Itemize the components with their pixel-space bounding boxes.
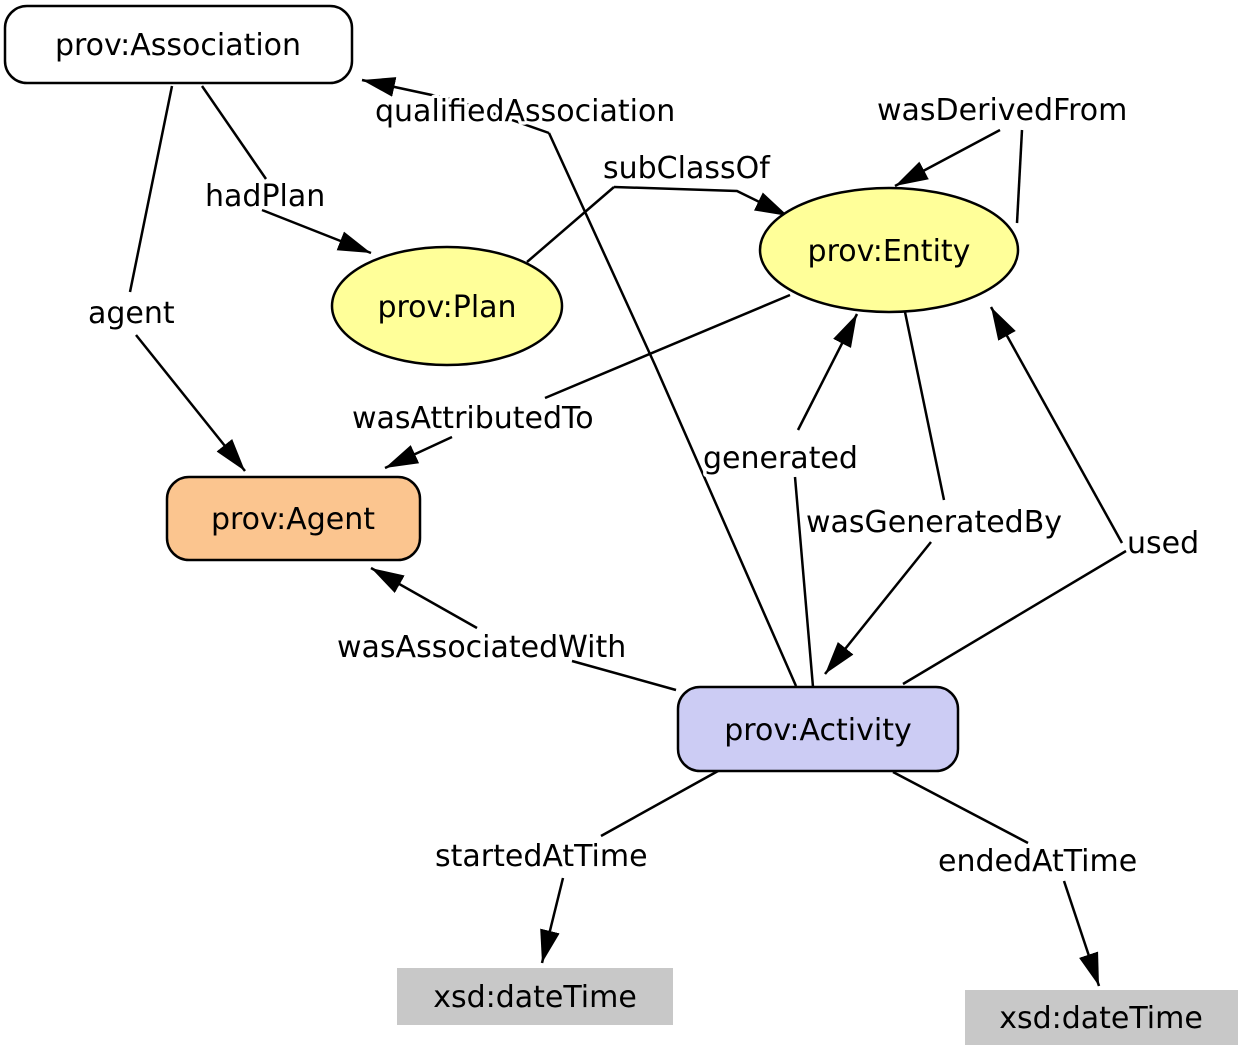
node-association-label: prov:Association [55,28,301,63]
edge-agent-label: agent [88,296,175,331]
edge-subClassOf-label: subClassOf [603,151,771,186]
node-datetime-start-label: xsd:dateTime [433,980,637,1015]
edge-endedAtTime-line [1062,880,1101,987]
edge-wasAssociatedWith-line [370,566,478,630]
node-entity-label: prov:Entity [808,234,971,269]
nodes-layer: prov:Association prov:Plan prov:Entity prov… [3,4,1238,1045]
edge-used-label: used [1127,526,1199,561]
edge-agent-line [135,334,246,472]
edge-startedAtTime-line [540,877,565,964]
edge-generated-line [796,313,859,431]
edge-used-line [989,306,1124,544]
edge-wasDerivedFrom-label: wasDerivedFrom [877,93,1127,128]
node-activity-shape [676,685,960,773]
node-datetime-end-label: xsd:dateTime [999,1001,1203,1036]
edge-wasGeneratedBy-line [824,541,932,675]
edge-subClassOf-line [613,185,789,218]
edge-endedAtTime-line [892,770,1029,845]
node-datetime-start-shape [397,968,673,1025]
node-agent-shape [165,475,422,562]
edge-startedAtTime-label: startedAtTime [435,839,648,874]
edge-hadPlan-line [200,85,268,180]
edge-startedAtTime-line [600,769,719,838]
edge-wasAttributedTo-label: wasAttributedTo [352,401,594,436]
edge-qualifiedAssociation-line [361,77,550,135]
edge-qualifiedAssociation-line [547,132,798,687]
node-plan-shape [330,245,564,367]
edge-wasDerivedFrom-line [894,128,1001,188]
node-entity-shape [758,186,1020,314]
node-association-shape [3,4,354,85]
edge-labels-layer: agent hadPlan qualifiedAssociation subClass… [85,90,1203,883]
edge-subClassOf-line [526,186,615,263]
edges-layer [128,77,1127,987]
edge-wasAttributedTo-line [544,293,791,400]
edge-wasAttributedTo-line [384,435,453,470]
edge-generated-line [793,476,815,688]
edge-hadPlan-line [261,208,372,255]
node-activity-label: prov:Activity [724,713,912,748]
edge-wasDerivedFrom-line [1015,129,1024,224]
edge-used-line [902,549,1127,686]
edge-agent-line [128,85,174,293]
edge-wasGeneratedBy-label: wasGeneratedBy [806,505,1062,540]
node-plan-label: prov:Plan [377,290,516,325]
edge-endedAtTime-label: endedAtTime [938,844,1137,879]
edge-generated-label: generated [703,441,858,476]
node-datetime-end-shape [965,990,1238,1045]
node-agent-label: prov:Agent [211,502,375,537]
edge-qualifiedAssociation-label: qualifiedAssociation [375,94,675,129]
edge-hadPlan-label: hadPlan [205,179,325,214]
edge-wasGeneratedBy-line [903,311,946,501]
edge-wasAssociatedWith-line [571,659,677,692]
edge-wasAssociatedWith-label: wasAssociatedWith [337,630,626,665]
